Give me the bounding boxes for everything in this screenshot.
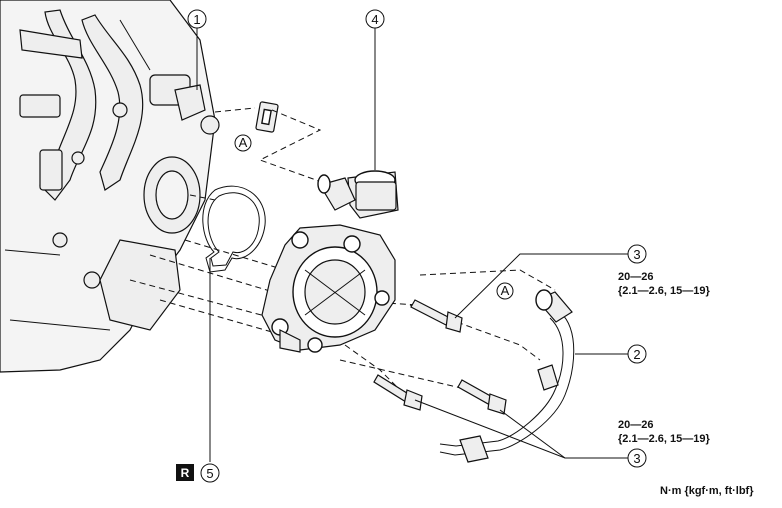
svg-text:A: A [501, 283, 510, 298]
reference-a-right: A [496, 282, 514, 300]
svg-text:2: 2 [633, 347, 640, 362]
svg-text:4: 4 [371, 12, 378, 27]
callout-4: 4 [365, 9, 385, 29]
svg-text:5: 5 [206, 466, 213, 481]
torque-spec-upper-nm: 20—26 [618, 271, 654, 283]
callout-1: 1 [187, 9, 207, 29]
engine-block [0, 0, 220, 373]
leader-lines [196, 28, 628, 462]
svg-text:1: 1 [193, 12, 200, 27]
svg-text:A: A [239, 135, 248, 150]
units-note: N·m {kgf·m, ft·lbf} [660, 485, 754, 497]
replace-badge: R [176, 464, 194, 481]
thermostat-housing [317, 170, 399, 219]
svg-text:3: 3 [633, 451, 640, 466]
torque-spec-lower-alt: {2.1—2.6, 15—19} [618, 433, 710, 445]
torque-spec-upper: 20—26 {2.1—2.6, 15—19} [618, 270, 710, 298]
svg-text:3: 3 [633, 247, 640, 262]
reference-a-upper: A [234, 134, 252, 152]
hose-connector [255, 101, 279, 133]
torque-spec-lower-nm: 20—26 [618, 419, 654, 431]
callout-3-lower: 3 [627, 448, 647, 468]
bolt-lower-left [373, 374, 423, 411]
bolt-lower-right [457, 379, 507, 415]
bolt-upper [410, 299, 463, 333]
callout-5: 5 [200, 463, 220, 483]
gasket [202, 185, 266, 273]
callout-2: 2 [627, 344, 647, 364]
callout-3-upper: 3 [627, 244, 647, 264]
water-pump [261, 224, 396, 353]
torque-spec-upper-alt: {2.1—2.6, 15—19} [618, 285, 710, 297]
svg-text:R: R [181, 466, 190, 480]
torque-spec-lower: 20—26 {2.1—2.6, 15—19} [618, 418, 710, 446]
water-pipe [439, 289, 575, 463]
